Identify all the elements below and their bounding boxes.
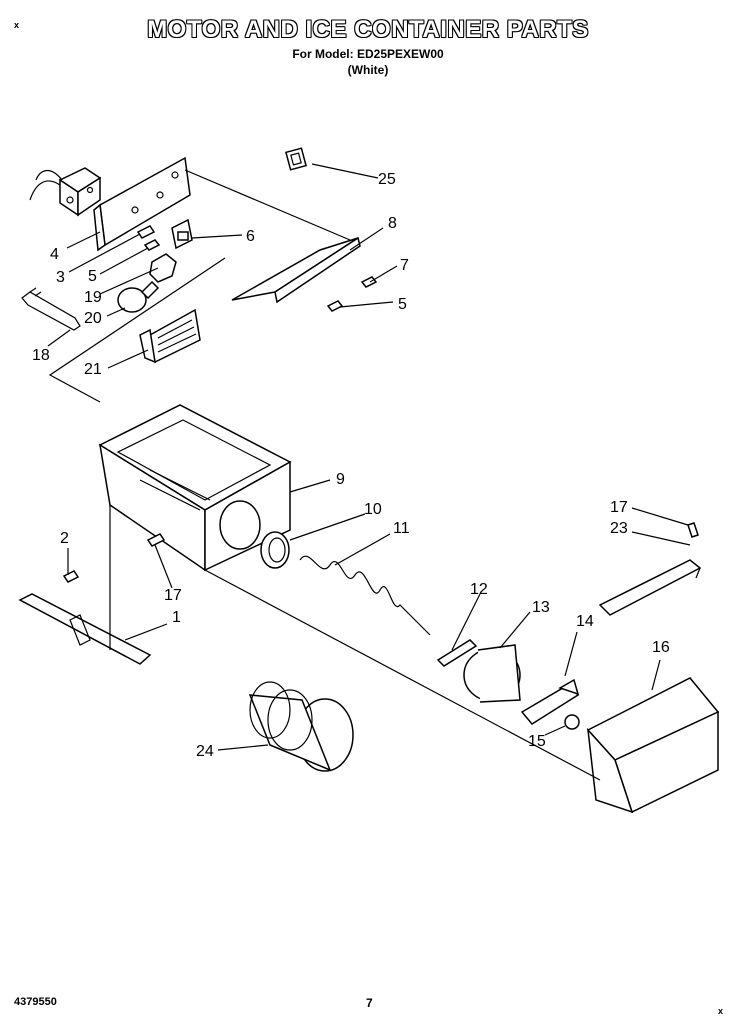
screw-2 xyxy=(62,570,80,583)
mounting-rail xyxy=(18,593,152,665)
callout-3: 3 xyxy=(56,269,65,286)
callout-5-right: 5 xyxy=(398,296,407,313)
lamp-shield xyxy=(139,308,201,364)
leader-lines xyxy=(47,163,691,751)
callout-23: 23 xyxy=(610,520,628,537)
callout-12: 12 xyxy=(470,581,488,598)
screw-3 xyxy=(136,225,156,239)
callout-15: 15 xyxy=(528,733,546,750)
bracket xyxy=(520,678,580,725)
lamp-socket xyxy=(149,253,177,283)
crusher-housing xyxy=(463,644,521,703)
callout-5-upper: 5 xyxy=(88,268,97,285)
cover-plate xyxy=(231,236,361,304)
callout-25: 25 xyxy=(378,171,396,188)
light-bulb xyxy=(117,280,160,313)
callout-6: 6 xyxy=(246,228,255,245)
front-cover xyxy=(586,677,720,814)
callout-7: 7 xyxy=(400,257,409,274)
callout-1: 1 xyxy=(172,609,181,626)
callout-2: 2 xyxy=(60,530,69,547)
callout-20: 20 xyxy=(84,310,102,327)
blade xyxy=(436,639,478,667)
callout-21: 21 xyxy=(84,361,102,378)
callout-24: 24 xyxy=(196,743,214,760)
callout-8: 8 xyxy=(388,215,397,232)
screw-17-left xyxy=(146,533,166,547)
callout-16: 16 xyxy=(652,639,670,656)
page-number: 7 xyxy=(366,996,373,1010)
model-line: For Model: ED25PEXEW00 xyxy=(292,47,444,61)
diagram-subtitle: For Model: ED25PEXEW00 (White) xyxy=(0,46,736,78)
callout-18: 18 xyxy=(32,347,50,364)
corner-mark-top: x xyxy=(14,20,20,30)
document-number: 4379550 xyxy=(14,996,57,1008)
color-line: (White) xyxy=(347,63,389,77)
heater-wire xyxy=(21,287,81,331)
side-cover xyxy=(598,559,702,616)
coupling xyxy=(248,681,354,772)
bearing xyxy=(260,531,290,569)
nut xyxy=(564,714,580,730)
callout-17-left: 17 xyxy=(164,587,182,604)
ice-container xyxy=(98,404,292,572)
callout-19: 19 xyxy=(84,289,102,306)
auger xyxy=(299,555,431,636)
callout-9: 9 xyxy=(336,471,345,488)
callout-4: 4 xyxy=(50,246,59,263)
screw-7 xyxy=(360,276,378,288)
motor-mount-plate xyxy=(93,156,191,252)
callout-13: 13 xyxy=(532,599,550,616)
callout-17-right: 17 xyxy=(610,499,628,516)
callout-11: 11 xyxy=(393,520,410,537)
callout-14: 14 xyxy=(576,613,594,630)
motor xyxy=(29,167,102,217)
bracket-6 xyxy=(171,218,193,250)
screw-17-right xyxy=(687,522,699,538)
screw-5-right xyxy=(326,300,344,312)
callout-labels: 1 2 3 4 5 5 6 7 8 9 10 11 12 13 14 15 16… xyxy=(32,171,670,760)
clip xyxy=(285,147,307,171)
diagram-title: MOTOR AND ICE CONTAINER PARTS xyxy=(147,16,589,43)
callout-10: 10 xyxy=(364,501,382,518)
corner-mark-bottom: x xyxy=(718,1006,724,1016)
